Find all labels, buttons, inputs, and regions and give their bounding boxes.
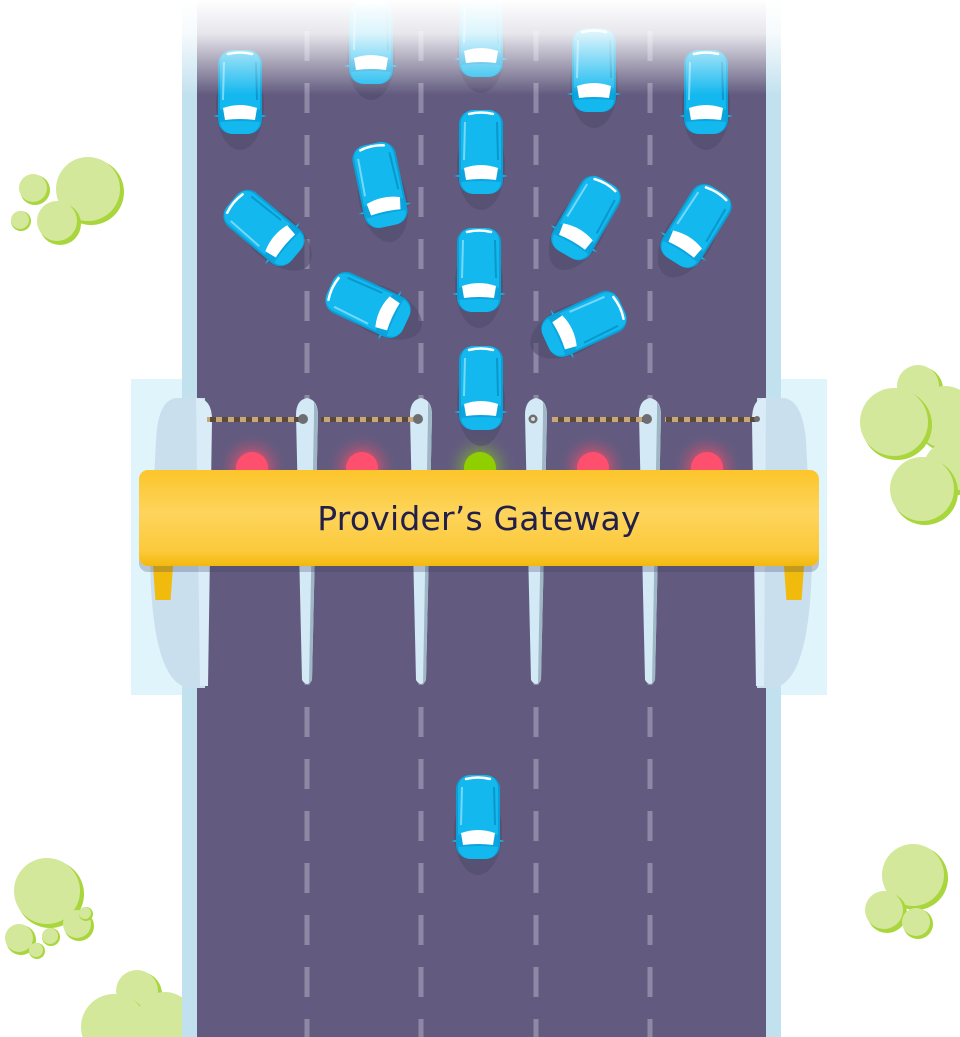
sign-leg-right (784, 566, 804, 600)
bush-cluster-left-top (11, 157, 124, 245)
lane-markings (304, 31, 653, 1037)
bush-cluster-left-bottom (5, 858, 198, 1037)
barrier-lane-1 (207, 417, 302, 422)
bush-cluster-right-middle (860, 365, 960, 525)
barrier-lane-4 (552, 417, 646, 422)
top-fade (180, 0, 785, 95)
barrier-lane-2 (321, 417, 416, 422)
barrier-lane-5 (665, 417, 757, 422)
bush-cluster-right-bottom (865, 844, 948, 939)
barrier-gates (207, 414, 760, 424)
sign-leg-left (153, 566, 173, 600)
gateway-sign: Provider’s Gateway (139, 470, 819, 566)
gateway-sign-label: Provider’s Gateway (317, 498, 641, 538)
